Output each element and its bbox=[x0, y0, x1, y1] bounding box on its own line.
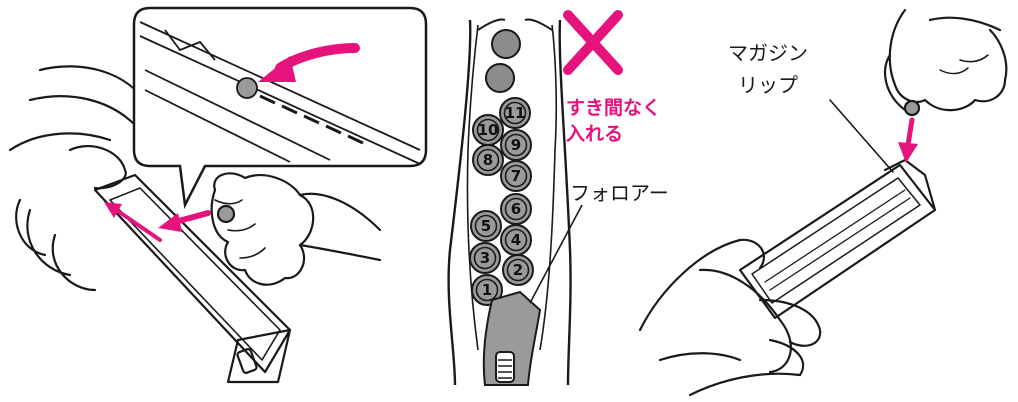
x-mark-stroke-2 bbox=[563, 10, 623, 75]
cartridge-ball-ring-1 bbox=[475, 278, 499, 302]
left-long-arrow bbox=[110, 205, 162, 242]
left-pushing-arm bbox=[298, 192, 382, 262]
left-magazine-bottom bbox=[226, 328, 292, 384]
right-red-arrow bbox=[898, 117, 918, 163]
cartridge-number-2: 2 bbox=[513, 261, 523, 279]
zoom-cartridge bbox=[236, 77, 258, 99]
zoom-rail-top bbox=[139, 21, 421, 151]
cartridge-ball-ring-8 bbox=[476, 148, 500, 172]
cartridge-ball-ring-9 bbox=[504, 133, 528, 157]
right-cartridge bbox=[903, 99, 921, 117]
left-pushing-hand bbox=[210, 172, 315, 286]
empty-ball-top bbox=[491, 29, 521, 59]
cartridge-number-9: 9 bbox=[511, 136, 521, 154]
follower-spring bbox=[498, 359, 512, 379]
zoom-slots bbox=[259, 94, 364, 145]
right-panel bbox=[638, 8, 1008, 397]
left-holding-hand bbox=[15, 145, 127, 292]
follower-leader-line bbox=[529, 204, 583, 304]
right-upper-hand-knuckles bbox=[939, 54, 989, 75]
right-upper-hand bbox=[883, 8, 1008, 112]
cartridge-number-5: 5 bbox=[481, 217, 491, 235]
cartridge-ball-ring-2 bbox=[506, 258, 530, 282]
cartridge-ball-ring-6 bbox=[504, 197, 528, 221]
right-arrow-shaft bbox=[905, 117, 915, 148]
left-magazine-body bbox=[93, 173, 292, 374]
cartridge-ball-ring-11 bbox=[503, 101, 527, 125]
right-arrowhead bbox=[898, 142, 918, 163]
zoom-rail-bottom bbox=[144, 69, 331, 161]
cartridge-number-10: 10 bbox=[478, 121, 499, 139]
left-panel bbox=[8, 65, 382, 384]
left-arm-outline bbox=[8, 65, 152, 152]
right-magazine-ribs bbox=[764, 189, 911, 291]
right-magazine-inner bbox=[751, 177, 921, 304]
cartridge-number-7: 7 bbox=[511, 167, 521, 185]
left-short-arrowhead bbox=[158, 213, 182, 232]
right-magazine-top bbox=[883, 158, 937, 212]
cartridge-ball-ring-3 bbox=[473, 246, 497, 270]
cartridge-ball-ring-10 bbox=[476, 118, 500, 142]
right-holding-hand bbox=[638, 238, 802, 397]
no-gap-label-line1: すき間なく bbox=[566, 97, 661, 119]
left-magazine-slot bbox=[236, 348, 258, 374]
empty-ball-second bbox=[485, 63, 515, 93]
right-finger-2 bbox=[768, 338, 805, 377]
cartridge-number-1: 1 bbox=[482, 281, 492, 299]
left-short-arrow bbox=[172, 210, 211, 225]
no-gap-label-line2: 入れる bbox=[566, 123, 623, 145]
cartridge-ball-ring-5 bbox=[474, 214, 498, 238]
callout-frame bbox=[132, 6, 428, 210]
magazine-lip-label-line1: マガジン bbox=[728, 41, 808, 65]
zoom-follower-edge bbox=[164, 29, 216, 61]
tube-inner-right bbox=[539, 24, 558, 351]
cartridge-number-11: 11 bbox=[505, 104, 526, 122]
callout-zoom-detail bbox=[139, 21, 421, 165]
tube-inner-left bbox=[466, 24, 479, 351]
cartridge-ball-ring-4 bbox=[504, 228, 528, 252]
x-mark-icon bbox=[563, 10, 623, 75]
follower-label: フォロアー bbox=[570, 181, 669, 205]
zoom-rail-top2 bbox=[139, 35, 421, 165]
left-cartridge bbox=[216, 204, 236, 224]
tube-outer bbox=[447, 19, 572, 386]
cartridge-number-8: 8 bbox=[483, 151, 493, 169]
cartridge-ball-ring-7 bbox=[504, 164, 528, 188]
magazine-lip-leader-line bbox=[829, 99, 894, 173]
left-long-arrowhead bbox=[104, 202, 122, 218]
cartridge-number-4: 4 bbox=[511, 231, 521, 249]
zoom-rail-bottom2 bbox=[144, 89, 291, 163]
left-red-arrows bbox=[104, 202, 211, 242]
tube-lips bbox=[477, 18, 553, 31]
right-finger-1 bbox=[758, 298, 822, 347]
left-magazine-inner bbox=[109, 187, 281, 361]
center-panel: 1 2 3 4 5 6 789 10 11 bbox=[447, 18, 583, 386]
cartridge-number-6: 6 bbox=[511, 200, 521, 218]
cartridge-number-3: 3 bbox=[480, 249, 490, 267]
callout-arrowhead bbox=[258, 56, 296, 82]
left-pushing-thumb bbox=[214, 199, 266, 259]
magazine-lip-label-line2: リップ bbox=[738, 73, 798, 97]
ball-stack: 1 2 3 4 5 6 789 10 11 bbox=[469, 97, 534, 306]
callout-bubble bbox=[132, 6, 428, 210]
